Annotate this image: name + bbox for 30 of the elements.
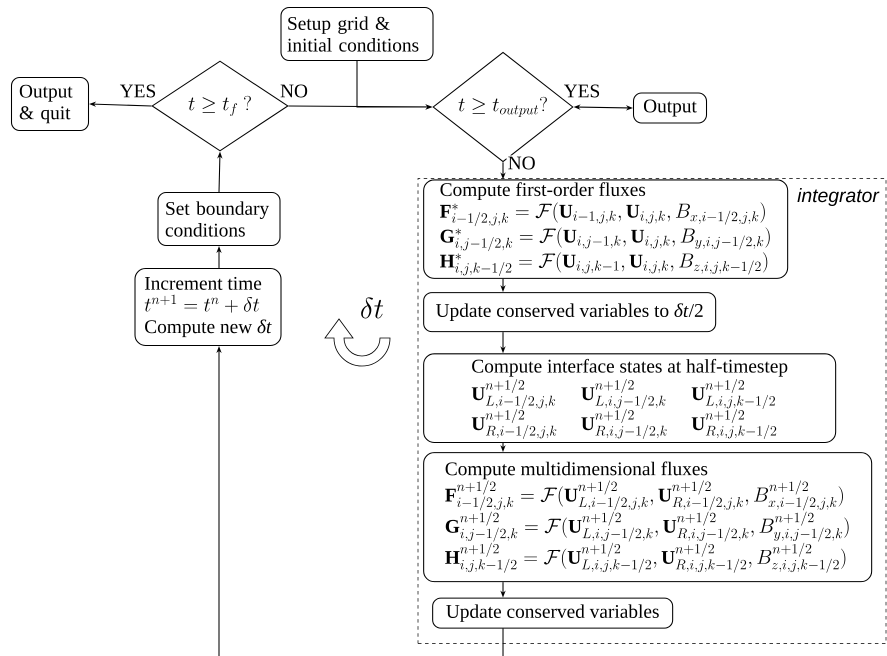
loop-label: $\delta t$ [361, 297, 384, 318]
equation: $\mathbf{F}^{n+1/2}_{i-1/2,j,k} = \mathcal{F}(\mathbf{U}^{n+1/2}_{L,i-1/2,j,k}, \mathbf{U}^{n+1/2}_{R,i-1/2,j,k}, B^{n+1/2}_{x,i-1/2,j,k})$ [445, 480, 843, 510]
equation: $\mathbf{H}^{*}_{i,j,k-1/2} = \mathcal{F}(\mathbf{U}_{i,j,k-1}, \mathbf{U}_{i,j,k}, B_{z,i,j,k-1/2})$ [440, 252, 768, 276]
equation: $\mathbf{G}^{n+1/2}_{i,j-1/2,k} = \mathcal{F}(\mathbf{U}^{n+1/2}_{L,i,j-1/2,k}, \mathbf{U}^{n+1/2}_{R,i,j-1/2,k}, B^{n+1/2}_{y,i,j-1/2,k})$ [446, 512, 849, 542]
edge-label: NO [278, 83, 310, 99]
equation: $\mathbf{U}^{n+1/2}_{L,i,j,k-1/2}$ [692, 379, 775, 409]
equation: $t^{n+1} = t^n + \delta t$ [144, 294, 260, 313]
process-box: Compute interface states at half-timestep $\mathbf{U}^{n+1/2}_{L,i-1/2,j,k}$ $\mathbf{U}^{n+1/2}_{L,i,j-1/2,k}$ $\mathbf{U}^{n+1/2}_{L,i,j,k-1/2}$ $\mathbf{U}^{n+1/2}_{R,i-1/2,j,k}$ $\mathbf{U}^{n+1/2}_{R,i,j-1/2,k}$ $\mathbf{U}^{n+1/2}_{R,i,j,k-1/2}$ [423, 353, 836, 444]
edge-label: YES [118, 83, 158, 99]
process-box: Set boundary conditions [157, 192, 281, 246]
equation: $\mathbf{U}^{n+1/2}_{L,i-1/2,j,k}$ [472, 379, 556, 409]
edge-label: NO [506, 155, 537, 171]
process-box: Update conserved variables [432, 598, 674, 629]
equation: $\mathbf{U}^{n+1/2}_{R,i-1/2,j,k}$ [472, 408, 556, 439]
process-box: Update conserved variables to δt/2 [423, 292, 716, 332]
equation: $\mathbf{G}^{*}_{i,j-1/2,k} = \mathcal{F}(\mathbf{U}_{i,j-1,k}, \mathbf{U}_{i,j,k}, B_{y,i,j-1/2,k})$ [440, 227, 770, 252]
equation: $\mathbf{U}^{n+1/2}_{L,i,j-1/2,k}$ [581, 379, 666, 409]
equation: $\mathbf{H}^{n+1/2}_{i,j,k-1/2} = \mathcal{F}(\mathbf{U}^{n+1/2}_{L,i,j,k-1/2}, \mathbf{U}^{n+1/2}_{R,i,j,k-1/2}, B^{n+1/2}_{z,i,j,k-1/2})$ [445, 542, 846, 573]
process-box: Output & quit [10, 76, 90, 132]
process-box: Increment time $t^{n+1} = t^n + \delta t$ Compute new δt [134, 268, 282, 346]
equation: $\mathbf{U}^{n+1/2}_{R,i,j,k-1/2}$ [692, 408, 776, 439]
equation: $t \geq t_{output}?$ [458, 96, 547, 117]
edge-label: YES [562, 83, 602, 99]
equation: $\mathbf{F}^{*}_{i-1/2,j,k} = \mathcal{F}(\mathbf{U}_{i-1,j,k}, \mathbf{U}_{i,j,k}, B_{x,i-1/2,j,k})$ [440, 202, 765, 226]
process-box: Setup grid & initial conditions [280, 6, 434, 62]
process-box: Compute multidimensional fluxes $\mathbf{F}^{n+1/2}_{i-1/2,j,k} = \mathcal{F}(\mathbf{U}^{n+1/2}_{L,i-1/2,j,k}, \mathbf{U}^{n+1/2}_{R,i-1/2,j,k}, B^{n+1/2}_{x,i-1/2,j,k})$ $\mathbf{G}^{n+1/2}_{i,j-1/2,k} = \mathcal{F}(\mathbf{U}^{n+1/2}_{L,i,j-1/2,k}, \mathbf{U}^{n+1/2}_{R,i,j-1/2,k}, B^{n+1/2}_{y,i,j-1/2,k})$ $\mathbf{H}^{n+1/2}_{i,j,k-1/2} = \mathcal{F}(\mathbf{U}^{n+1/2}_{L,i,j,k-1/2}, \mathbf{U}^{n+1/2}_{R,i,j,k-1/2}, B^{n+1/2}_{z,i,j,k-1/2})$ [423, 452, 872, 582]
process-box: Compute first-order fluxes $\mathbf{F}^{*}_{i-1/2,j,k} = \mathcal{F}(\mathbf{U}_{i-1,j,k}, \mathbf{U}_{i,j,k}, B_{x,i-1/2,j,k})$ $\mathbf{G}^{*}_{i,j-1/2,k} = \mathcal{F}(\mathbf{U}_{i,j-1,k}, \mathbf{U}_{i,j,k}, B_{y,i,j-1/2,k})$ $\mathbf{H}^{*}_{i,j,k-1/2} = \mathcal{F}(\mathbf{U}_{i,j,k-1}, \mathbf{U}_{i,j,k}, B_{z,i,j,k-1/2})$ [423, 179, 788, 279]
equation: $t \geq t_f\ ?$ [188, 96, 251, 116]
process-box: Output [632, 92, 708, 124]
equation: $\mathbf{U}^{n+1/2}_{R,i,j-1/2,k}$ [581, 408, 667, 439]
